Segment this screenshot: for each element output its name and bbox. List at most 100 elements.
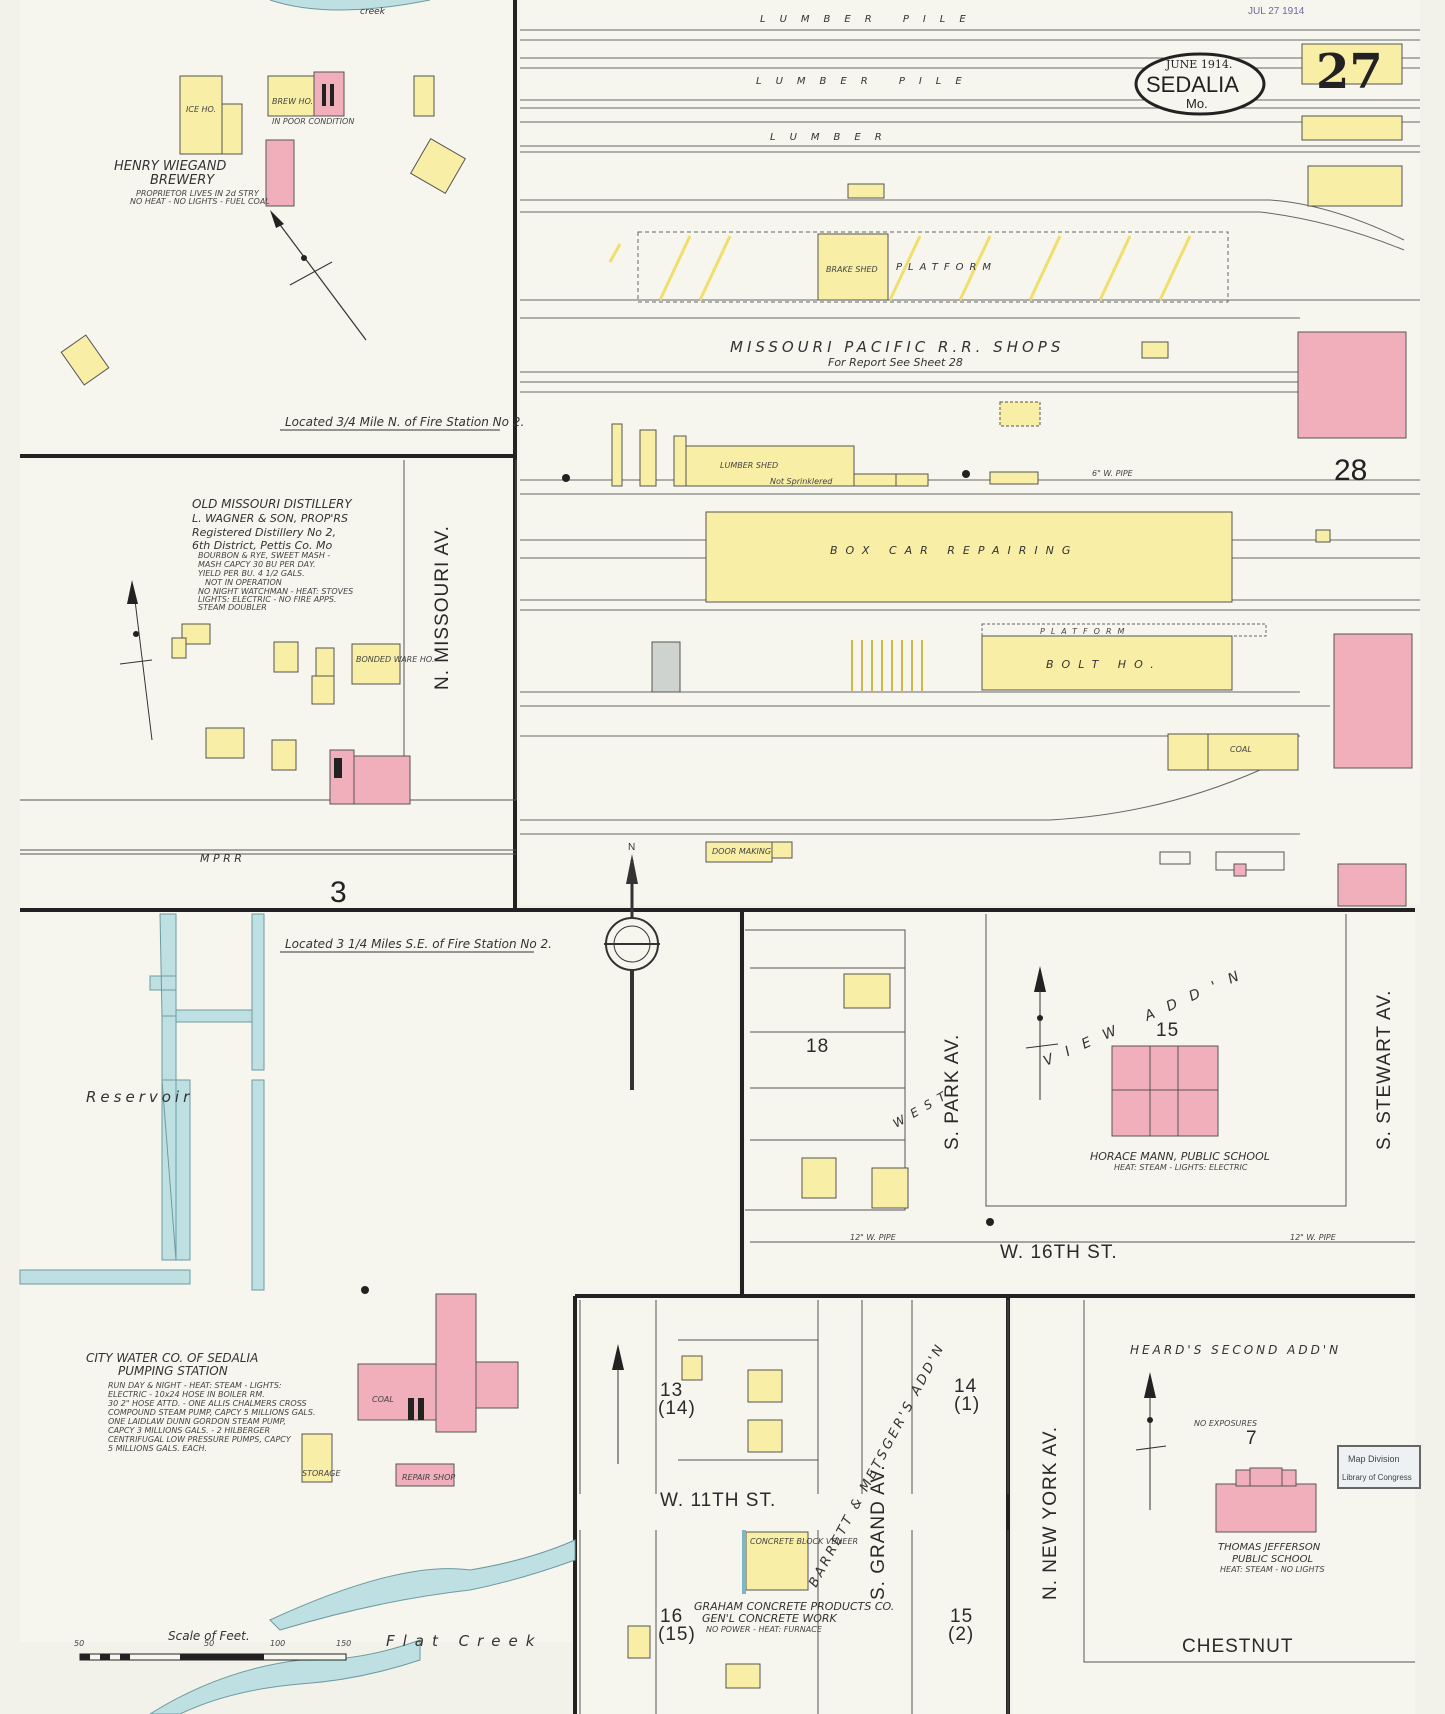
- svg-text:150: 150: [336, 1639, 351, 1648]
- svg-text:HEAT: STEAM - NO LIGHTS: HEAT: STEAM - NO LIGHTS: [1220, 1565, 1325, 1574]
- shops-note: For Report See Sheet 28: [828, 356, 963, 369]
- svg-text:HORACE MANN, PUBLIC SCHOOL: HORACE MANN, PUBLIC SCHOOL: [1090, 1150, 1270, 1163]
- ice-house: [179, 75, 223, 155]
- svg-text:STEAM DOUBLER: STEAM DOUBLER: [198, 603, 267, 612]
- reservoir-label: Reservoir: [86, 1088, 193, 1106]
- svg-text:STORAGE: STORAGE: [302, 1469, 341, 1478]
- s-park-av-label: S. PARK AV.: [942, 1034, 963, 1150]
- reservoir: [19, 913, 265, 1291]
- svg-text:15: 15: [950, 1606, 973, 1627]
- svg-text:CITY WATER CO. OF SEDALIA: CITY WATER CO. OF SEDALIA: [86, 1351, 258, 1365]
- svg-text:6" W. PIPE: 6" W. PIPE: [1092, 469, 1134, 478]
- box-car-repairing: [705, 511, 1233, 603]
- flat-creek: [269, 1539, 576, 1631]
- bonded-warehouse: [351, 643, 401, 685]
- title-cartouche: JUNE 1914. SEDALIA Mo.: [1134, 52, 1266, 116]
- svg-text:PUMPING STATION: PUMPING STATION: [118, 1364, 228, 1378]
- svg-text:BRAKE SHED: BRAKE SHED: [826, 265, 878, 274]
- svg-text:18: 18: [806, 1036, 829, 1057]
- location-se: Located 3 1/4 Miles S.E. of Fire Station…: [285, 937, 552, 951]
- svg-text:NO NIGHT WATCHMAN - HEAT: STOV: NO NIGHT WATCHMAN - HEAT: STOVES: [198, 587, 353, 596]
- svg-text:ELECTRIC - 10x24 HOSE IN BOILE: ELECTRIC - 10x24 HOSE IN BOILER RM.: [108, 1390, 265, 1399]
- svg-text:PLATFORM: PLATFORM: [1040, 627, 1130, 636]
- svg-text:LUMBER SHED: LUMBER SHED: [720, 461, 778, 470]
- svg-text:YIELD PER BU. 4 1/2 GALS.: YIELD PER BU. 4 1/2 GALS.: [198, 569, 305, 578]
- svg-text:MASH CAPCY 30 BU PER DAY.: MASH CAPCY 30 BU PER DAY.: [198, 560, 316, 569]
- w-11th-st-label: W. 11TH ST.: [660, 1490, 776, 1511]
- svg-text:12" W. PIPE: 12" W. PIPE: [1290, 1233, 1337, 1242]
- lumber-pile-1: LUMBER PILE: [760, 14, 980, 25]
- svg-text:100: 100: [270, 1639, 285, 1648]
- north-arrow-icon: [1025, 966, 1059, 1100]
- shops-building-pink: [1297, 331, 1407, 439]
- svg-text:COMPOUND STEAM PUMP, CAPCY 5 M: COMPOUND STEAM PUMP, CAPCY 5 MILLIONS GA…: [108, 1408, 316, 1417]
- svg-text:RUN DAY & NIGHT - HEAT: STEAM: RUN DAY & NIGHT - HEAT: STEAM - LIGHTS:: [108, 1381, 282, 1390]
- svg-text:NO POWER - HEAT: FURNACE: NO POWER - HEAT: FURNACE: [706, 1625, 823, 1634]
- svg-text:7: 7: [1246, 1428, 1258, 1449]
- svg-text:16: 16: [660, 1606, 683, 1627]
- flat-creek-label: Flat Creek: [386, 1632, 542, 1650]
- brewery-name-2: BREWERY: [150, 173, 215, 188]
- svg-text:L. WAGNER & SON, PROP'RS: L. WAGNER & SON, PROP'RS: [192, 512, 348, 525]
- bolt-house: [981, 635, 1233, 691]
- svg-text:14: 14: [954, 1376, 977, 1397]
- shops-title: MISSOURI PACIFIC R.R. SHOPS: [730, 338, 1064, 356]
- brewery-panel: [20, 0, 515, 455]
- svg-text:GRAHAM CONCRETE PRODUCTS CO.: GRAHAM CONCRETE PRODUCTS CO.: [694, 1600, 894, 1613]
- svg-text:LIGHTS: ELECTRIC - NO FIRE APP: LIGHTS: ELECTRIC - NO FIRE APPS.: [198, 595, 336, 604]
- svg-text:IN POOR CONDITION: IN POOR CONDITION: [272, 117, 354, 126]
- svg-text:13: 13: [660, 1380, 683, 1401]
- heards-panel: [1012, 1298, 1415, 1714]
- svg-text:Library of Congress: Library of Congress: [1342, 1473, 1412, 1482]
- distillery-panel: [20, 458, 516, 908]
- svg-text:REPAIR SHOP: REPAIR SHOP: [402, 1473, 455, 1482]
- mprr-label: M P R R: [200, 852, 242, 865]
- creek-top: [269, 0, 431, 11]
- lumber-3: LUMBER: [770, 132, 896, 143]
- svg-text:50: 50: [74, 1639, 84, 1648]
- n-missouri-av-label: N. MISSOURI AV.: [432, 525, 453, 690]
- svg-text:Scale of Feet.: Scale of Feet.: [168, 1629, 250, 1643]
- svg-text:12" W. PIPE: 12" W. PIPE: [850, 1233, 897, 1242]
- svg-text:(14): (14): [658, 1398, 696, 1419]
- sheet-number: 27: [1316, 44, 1383, 100]
- svg-text:BOX CAR REPAIRING: BOX CAR REPAIRING: [830, 544, 1078, 557]
- platform: [637, 231, 1229, 303]
- north-arrow-icon: [270, 210, 367, 341]
- svg-text:PUBLIC SCHOOL: PUBLIC SCHOOL: [1232, 1554, 1313, 1565]
- svg-text:CONCRETE BLOCK VENEER: CONCRETE BLOCK VENEER: [750, 1537, 858, 1546]
- state-name: Mo.: [1186, 96, 1208, 111]
- svg-text:GEN'L CONCRETE WORK: GEN'L CONCRETE WORK: [702, 1612, 838, 1625]
- concrete-block-building: [745, 1531, 809, 1591]
- svg-text:Not Sprinklered: Not Sprinklered: [770, 477, 833, 486]
- svg-text:BREW HO.: BREW HO.: [272, 97, 313, 106]
- svg-text:BOLT HO.: BOLT HO.: [1046, 658, 1162, 671]
- svg-text:(1): (1): [954, 1394, 980, 1415]
- svg-text:COAL: COAL: [372, 1395, 394, 1404]
- svg-text:PROPRIETOR LIVES IN 2d STRY: PROPRIETOR LIVES IN 2d STRY: [136, 189, 260, 198]
- sheet-date: JUNE 1914.: [1165, 58, 1232, 71]
- svg-text:ICE HO.: ICE HO.: [186, 105, 216, 114]
- hand-car-house: [651, 641, 681, 693]
- w-16th-st-label: W. 16TH ST.: [1000, 1242, 1118, 1263]
- svg-text:ONE LAIDLAW DUNN GORDON STEAM: ONE LAIDLAW DUNN GORDON STEAM PUMP,: [108, 1417, 286, 1426]
- svg-text:NOT IN OPERATION: NOT IN OPERATION: [205, 578, 282, 587]
- svg-text:15: 15: [1156, 1020, 1179, 1041]
- n-new-york-av-label: N. NEW YORK AV.: [1040, 1426, 1061, 1600]
- svg-text:DOOR MAKING: DOOR MAKING: [712, 847, 771, 856]
- svg-text:6th District, Pettis Co. Mo: 6th District, Pettis Co. Mo: [192, 539, 332, 552]
- svg-text:PLATFORM: PLATFORM: [896, 262, 997, 273]
- svg-text:BONDED WARE HO.: BONDED WARE HO.: [356, 655, 434, 664]
- thomas-jefferson-school: [1215, 1467, 1317, 1533]
- svg-text:THOMAS JEFFERSON: THOMAS JEFFERSON: [1218, 1542, 1321, 1553]
- brewery-dwelling: [265, 139, 295, 207]
- lumber-shed: [685, 445, 855, 487]
- svg-text:COAL: COAL: [1230, 745, 1252, 754]
- svg-text:CAPCY 3 MILLIONS GALS. - 2 HIL: CAPCY 3 MILLIONS GALS. - 2 HILBERGER: [108, 1426, 270, 1435]
- brew-house: [267, 75, 315, 117]
- brewery-name-1: HENRY WIEGAND: [114, 159, 226, 174]
- svg-text:Map Division: Map Division: [1348, 1454, 1400, 1464]
- north-arrow-icon: [612, 1344, 624, 1464]
